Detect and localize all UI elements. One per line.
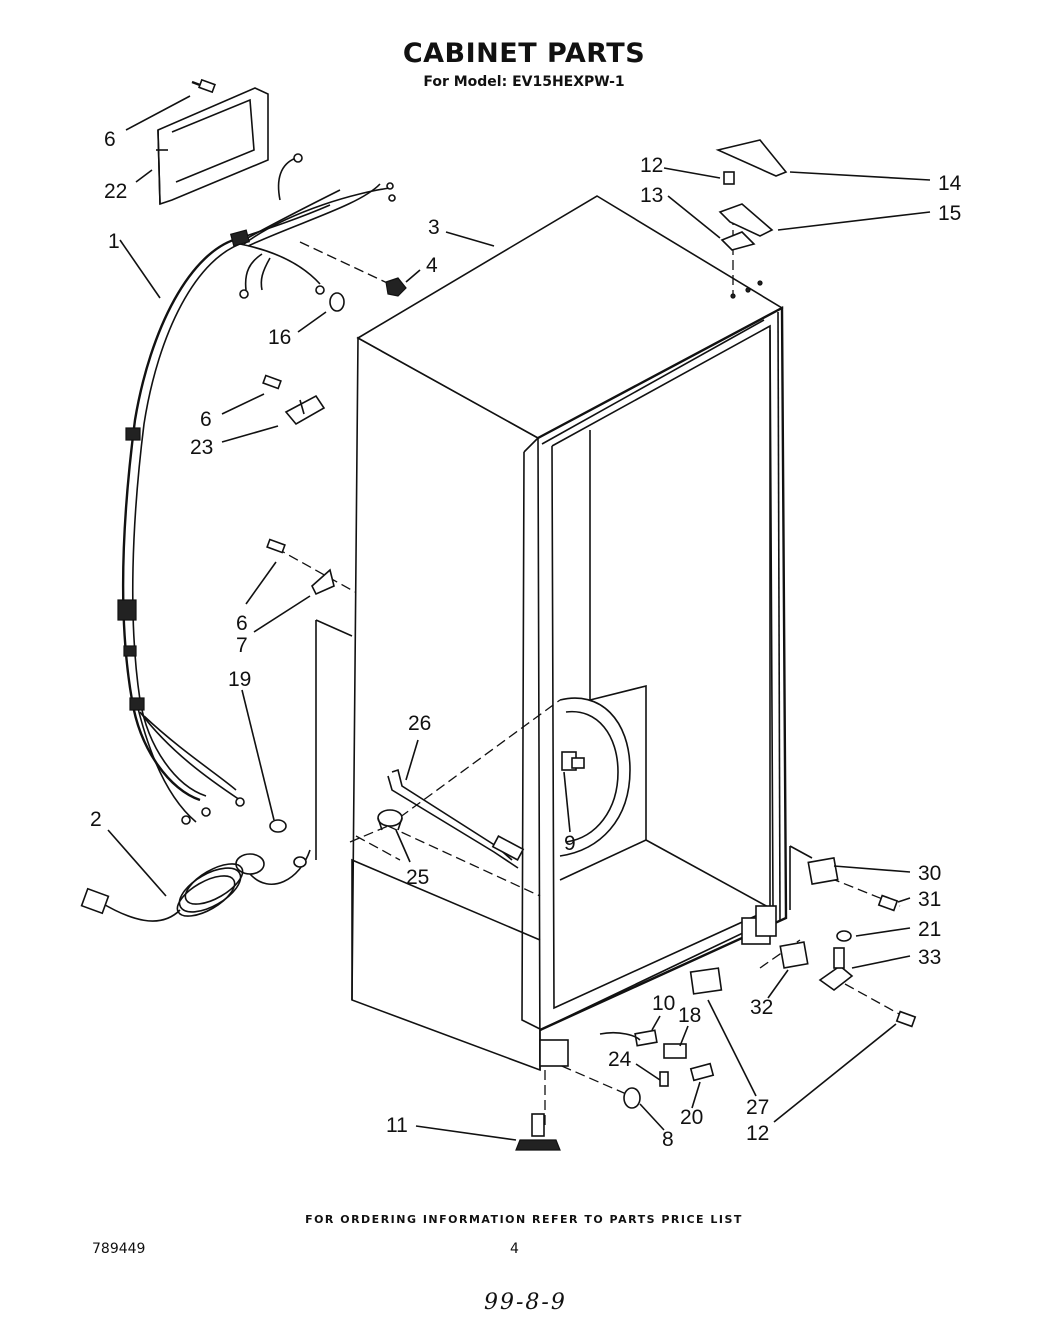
power-cord-2 (80, 849, 311, 922)
callout-22: 22 (104, 180, 127, 203)
callout-7: 7 (236, 634, 248, 657)
callout-2: 2 (90, 808, 102, 831)
callout-30: 30 (918, 862, 941, 885)
document-number: 789449 (92, 1241, 146, 1257)
callout-13: 13 (640, 184, 663, 207)
callout-15: 15 (938, 202, 961, 225)
callout-26: 26 (408, 712, 431, 735)
callout-19: 19 (228, 668, 251, 691)
callout-16: 16 (268, 326, 291, 349)
callout-32: 32 (750, 996, 773, 1019)
callout-31: 31 (918, 888, 941, 911)
cabinet-drawing (275, 195, 911, 1125)
callout-12-bottom: 12 (746, 1122, 769, 1145)
callout-18: 18 (678, 1004, 701, 1027)
handwritten-annotation: 99-8-9 (484, 1290, 567, 1315)
callout-11: 11 (386, 1114, 408, 1137)
callout-6-top: 6 (104, 128, 116, 151)
ordering-note: FOR ORDERING INFORMATION REFER TO PARTS … (305, 1213, 743, 1226)
model-subtitle: For Model: EV15HEXPW-1 (423, 74, 625, 90)
callout-25: 25 (406, 866, 429, 889)
callout-labels: 6 22 1 16 4 3 6 23 6 7 19 26 2 25 9 12 1… (90, 128, 962, 1151)
callout-23: 23 (190, 436, 213, 459)
leader-lines (107, 95, 931, 1141)
wiring-harness-1 (117, 153, 396, 825)
callout-8: 8 (662, 1128, 674, 1151)
callout-1: 1 (108, 230, 120, 253)
callout-24: 24 (608, 1048, 632, 1071)
callout-6-low: 6 (236, 612, 248, 635)
page-number: 4 (510, 1241, 519, 1257)
callout-20: 20 (680, 1106, 703, 1129)
callout-4: 4 (426, 254, 438, 277)
small-hardware (262, 139, 917, 1151)
callout-12-top: 12 (640, 154, 663, 177)
callout-33: 33 (918, 946, 941, 969)
callout-14: 14 (938, 172, 962, 195)
callout-27: 27 (746, 1096, 769, 1119)
callout-9: 9 (564, 832, 576, 855)
callout-21: 21 (918, 918, 941, 941)
callout-3: 3 (428, 216, 440, 239)
callout-10: 10 (652, 992, 675, 1015)
part-22-bracket (156, 87, 269, 206)
screw-6-top (191, 78, 216, 94)
callout-6-mid: 6 (200, 408, 212, 431)
page-title: CABINET PARTS (402, 38, 646, 69)
